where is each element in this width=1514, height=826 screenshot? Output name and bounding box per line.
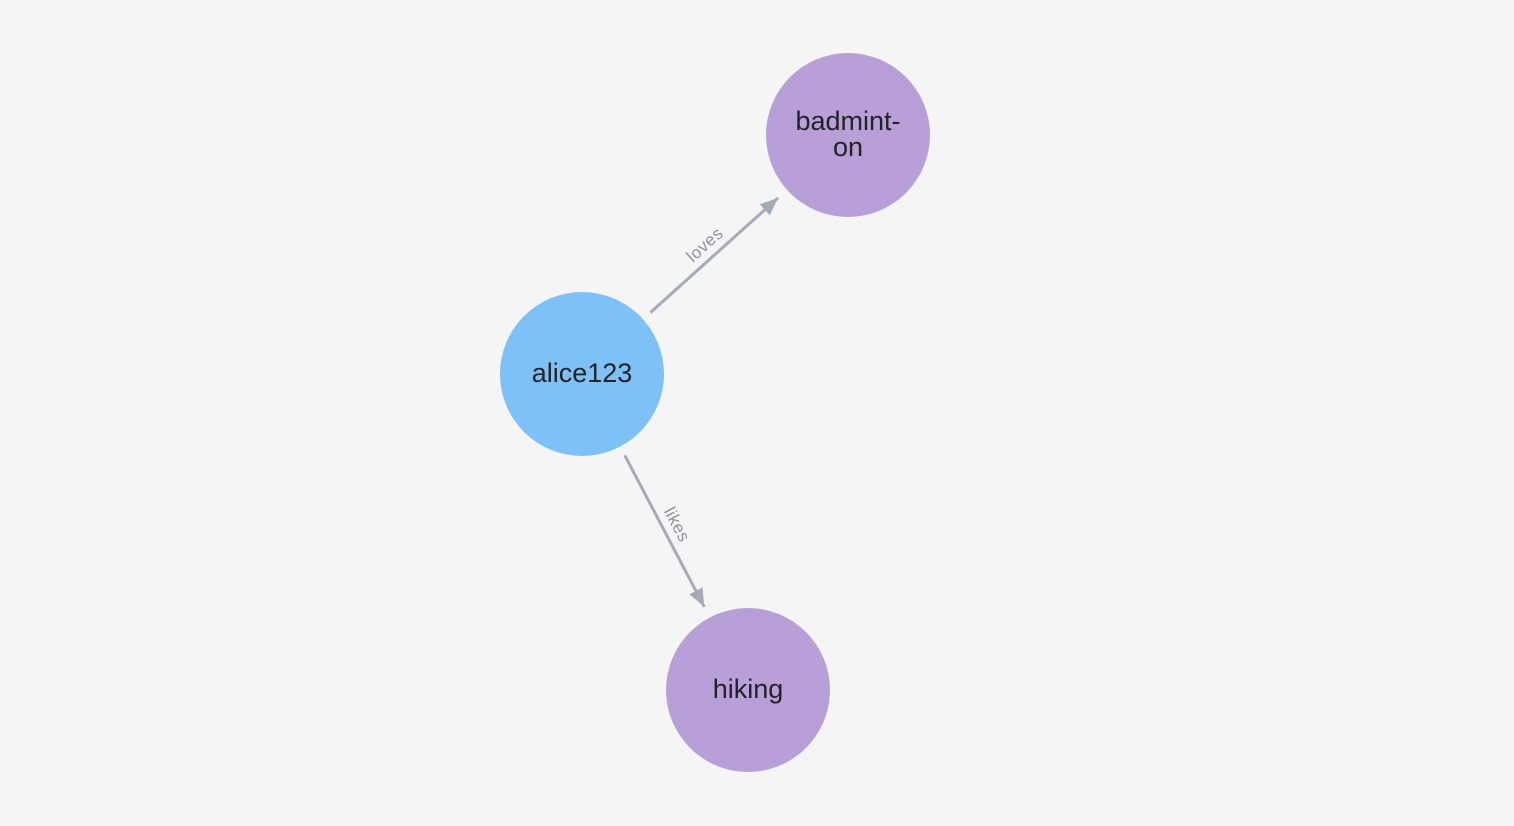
node-badminton[interactable]: badmint- on	[766, 53, 930, 217]
edge-line[interactable]	[649, 196, 780, 314]
edge-label: loves	[683, 224, 727, 266]
node-alice123[interactable]: alice123	[500, 292, 664, 456]
node-caption: hiking	[712, 674, 784, 705]
edge-likes[interactable]: likes	[623, 454, 706, 608]
node-caption: badmint- on	[795, 106, 901, 162]
edge-line[interactable]	[623, 454, 706, 608]
node-caption: alice123	[531, 358, 633, 389]
edge-label: likes	[660, 504, 694, 545]
node-hiking[interactable]: hiking	[666, 608, 830, 772]
edge-loves[interactable]: loves	[649, 196, 780, 314]
